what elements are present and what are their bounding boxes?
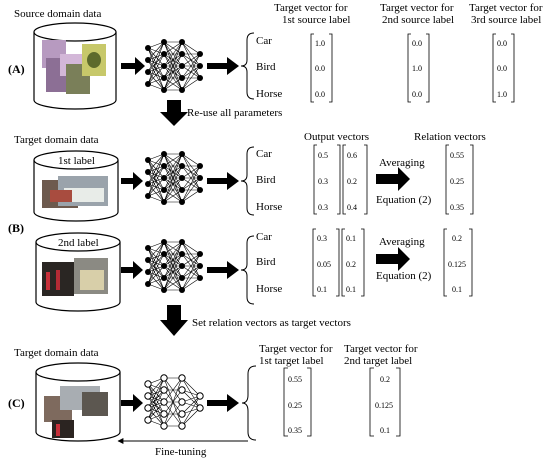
target-header-2a: Target vector for	[380, 2, 454, 14]
equation-1: Equation (2)	[376, 194, 432, 206]
source-domain-title: Source domain data	[14, 8, 102, 20]
tv2-2: 0.0	[412, 90, 422, 99]
b2-out2-0: 0.1	[346, 234, 356, 243]
target-header-3a: Target vector for	[469, 2, 543, 14]
brace-b1	[240, 146, 255, 216]
relation-vectors-header: Relation vectors	[414, 131, 486, 143]
class-car-b2: Car	[256, 231, 272, 243]
c-header-1b: 1st target label	[259, 355, 324, 367]
c-vec2-2: 0.1	[380, 426, 390, 435]
cylinder-c	[35, 362, 121, 442]
class-bird-b1: Bird	[256, 174, 276, 186]
c-header-2b: 2nd target label	[344, 355, 413, 367]
equation-2: Equation (2)	[376, 270, 432, 282]
arrow-b1a	[121, 172, 143, 190]
b2-out1-2: 0.1	[317, 285, 327, 294]
tv2-0: 0.0	[412, 39, 422, 48]
b1-out2-1: 0.2	[347, 177, 357, 186]
class-horse-b2: Horse	[256, 283, 283, 295]
c-header-1a: Target vector for	[259, 343, 333, 355]
arrow-set	[160, 305, 188, 336]
tv2-1: 1.0	[412, 64, 422, 73]
cylinder-source	[33, 22, 117, 110]
averaging-2: Averaging	[379, 236, 425, 248]
b1-rel-2: 0.35	[450, 203, 464, 212]
cylinder-b2	[35, 232, 121, 312]
c-vec1-1: 0.25	[288, 401, 302, 410]
section-b-label: (B)	[8, 221, 24, 235]
tv3-2: 1.0	[497, 90, 507, 99]
arrow-reuse	[160, 100, 188, 126]
b2-rel-0: 0.2	[452, 234, 462, 243]
target-domain-title-c: Target domain data	[14, 347, 99, 359]
section-c-label: (C)	[8, 396, 25, 410]
network-b2	[144, 238, 204, 294]
averaging-1: Averaging	[379, 157, 425, 169]
c-vec2-1: 0.125	[375, 401, 393, 410]
c-vec1-0: 0.55	[288, 375, 302, 384]
b2-rel-2: 0.1	[452, 285, 462, 294]
b1-out2-0: 0.6	[347, 151, 357, 160]
class-car-b1: Car	[256, 148, 272, 160]
c-vec1-2: 0.35	[288, 426, 302, 435]
tv1-0: 1.0	[315, 39, 325, 48]
network-c	[144, 374, 204, 430]
output-vectors-header: Output vectors	[304, 131, 370, 143]
tv1-1: 0.0	[315, 64, 325, 73]
b2-out2-2: 0.1	[346, 285, 356, 294]
target-header-3b: 3rd source label	[471, 14, 542, 26]
reuse-label: Re-use all parameters	[187, 107, 283, 119]
arrow-avg2	[376, 247, 410, 271]
network-a	[144, 38, 204, 94]
brace-b2	[240, 235, 255, 305]
c-vec2-0: 0.2	[380, 375, 390, 384]
b2-out1-1: 0.05	[317, 260, 331, 269]
cyl2-label: 2nd label	[58, 237, 99, 249]
arrow-a2	[207, 57, 239, 75]
class-horse-a: Horse	[256, 88, 283, 100]
b1-rel-1: 0.25	[450, 177, 464, 186]
b2-out2-1: 0.2	[346, 260, 356, 269]
arrow-a1	[121, 57, 145, 75]
tv3-1: 0.0	[497, 64, 507, 73]
brace-c	[241, 365, 257, 441]
network-b1	[144, 150, 204, 206]
tv1-2: 0.0	[315, 90, 325, 99]
class-car-a: Car	[256, 35, 272, 47]
arrow-b1b	[207, 172, 239, 190]
arrow-b2b	[207, 261, 239, 279]
arrow-c2	[207, 394, 239, 412]
class-bird-b2: Bird	[256, 256, 276, 268]
brace-a	[240, 32, 255, 100]
target-header-2b: 2nd source label	[382, 14, 455, 26]
set-relation-label: Set relation vectors as target vectors	[192, 317, 351, 329]
cylinder-b1	[33, 150, 119, 222]
c-header-2a: Target vector for	[344, 343, 418, 355]
b1-out2-2: 0.4	[347, 203, 357, 212]
b1-rel-0: 0.55	[450, 151, 464, 160]
section-a-label: (A)	[8, 62, 25, 76]
arrow-c1	[121, 394, 143, 412]
arrow-avg1	[376, 167, 410, 191]
b1-out1-1: 0.3	[318, 177, 328, 186]
b1-out1-0: 0.5	[318, 151, 328, 160]
cyl1-label: 1st label	[58, 155, 95, 167]
b1-out1-2: 0.3	[318, 203, 328, 212]
class-bird-a: Bird	[256, 61, 276, 73]
arrow-b2a	[121, 261, 143, 279]
b2-out1-0: 0.3	[317, 234, 327, 243]
tv3-0: 0.0	[497, 39, 507, 48]
finetune-label: Fine-tuning	[155, 446, 207, 458]
class-horse-b1: Horse	[256, 201, 283, 213]
b2-rel-1: 0.125	[448, 260, 466, 269]
target-header-1a: Target vector for	[274, 2, 348, 14]
target-domain-title-b: Target domain data	[14, 134, 99, 146]
target-header-1b: 1st source label	[282, 14, 351, 26]
